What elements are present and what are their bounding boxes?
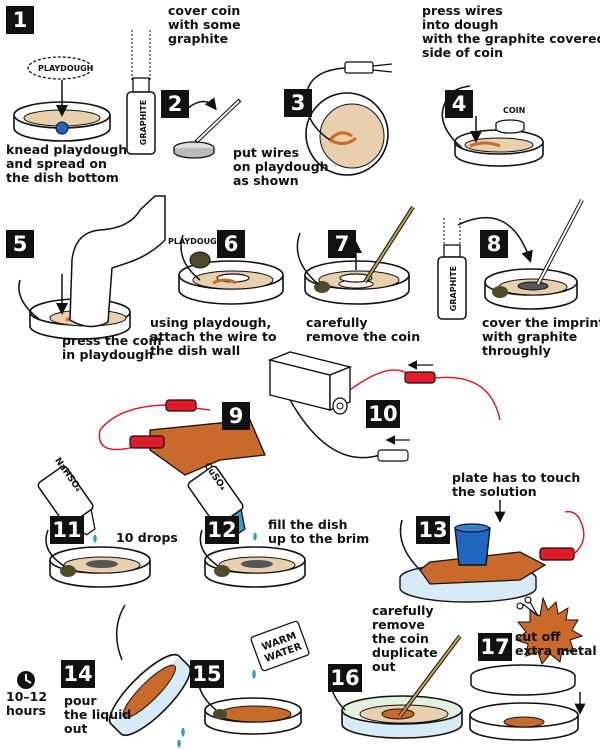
playdough-label-6: PLAYDOUGH <box>168 237 224 246</box>
step-number-14: 14 <box>61 660 95 688</box>
step17-art <box>469 596 586 741</box>
step-number-9: 9 <box>222 402 250 430</box>
step7-caption: carefully remove the coin <box>306 315 421 344</box>
step-number-13: 13 <box>416 516 450 544</box>
playdough-label: PLAYDOUGH <box>38 64 94 73</box>
wait-time: 10–12 hours <box>6 689 48 718</box>
step-number-1: 1 <box>6 6 34 34</box>
step12-art <box>187 465 306 588</box>
step1-caption: knead playdough and spread on the dish b… <box>6 142 128 185</box>
step6-art <box>178 234 284 305</box>
step-number-5: 5 <box>6 230 34 258</box>
alligator-clip-icon <box>129 435 165 449</box>
finger-icon <box>69 195 166 328</box>
drop-icon <box>253 533 257 541</box>
scissors-icon <box>516 596 539 617</box>
step8-art <box>437 199 584 320</box>
step15-art <box>197 620 310 735</box>
step5-art <box>18 195 166 340</box>
step-number-12: 12 <box>205 516 239 544</box>
playdough-cloud-icon <box>27 56 93 80</box>
step-number-4: 4 <box>445 90 473 118</box>
step14-art <box>108 604 192 748</box>
step14-caption: pour the liquid out <box>64 693 132 736</box>
step13-art <box>399 500 585 603</box>
step16-caption: carefully remove the coin duplicate out <box>372 603 438 674</box>
graphite-label: GRAPHITE <box>139 99 149 146</box>
step5-caption: press the coin in playdough <box>62 333 162 362</box>
step6-caption: using playdough, attach the wire to the … <box>150 315 277 358</box>
step9-art <box>98 399 266 476</box>
step-number-11: 11 <box>50 516 84 544</box>
step7-art <box>296 205 415 305</box>
step-number-8: 8 <box>480 230 508 258</box>
step16-art <box>329 634 463 739</box>
step3-art <box>305 61 393 176</box>
step2-caption: cover coin with some graphite <box>168 3 241 46</box>
step1-art <box>13 56 111 142</box>
step-number-6: 6 <box>217 230 245 258</box>
step4-art <box>441 85 544 167</box>
step-number-3: 3 <box>284 89 312 117</box>
step-number-17: 17 <box>478 633 512 661</box>
step-number-16: 16 <box>328 664 362 692</box>
step3-caption: put wires on playdough as shown <box>233 145 329 188</box>
step17-caption: cut off extra metal <box>515 629 597 658</box>
step13-caption: plate has to touch the solution <box>452 470 581 499</box>
clock-icon <box>17 671 35 689</box>
step10-art <box>267 351 501 462</box>
step11-art <box>37 465 151 588</box>
step12-caption: fill the dish up to the brim <box>268 517 370 546</box>
step8-caption: cover the imprint with graphite throughl… <box>482 315 600 358</box>
step-number-10: 10 <box>366 400 400 428</box>
drop-icon <box>93 535 97 543</box>
step-number-2: 2 <box>161 90 189 118</box>
step2-art <box>126 30 242 159</box>
step-number-7: 7 <box>328 230 356 258</box>
step11-caption: 10 drops <box>116 530 178 545</box>
coin-label: COIN <box>503 106 526 115</box>
step-number-15: 15 <box>190 660 224 688</box>
step4-caption: press wires into dough with the graphite… <box>422 3 600 60</box>
graphite-label-8: GRAPHITE <box>449 265 459 312</box>
alligator-clip-icon <box>344 61 374 74</box>
battery-icon <box>267 351 353 415</box>
